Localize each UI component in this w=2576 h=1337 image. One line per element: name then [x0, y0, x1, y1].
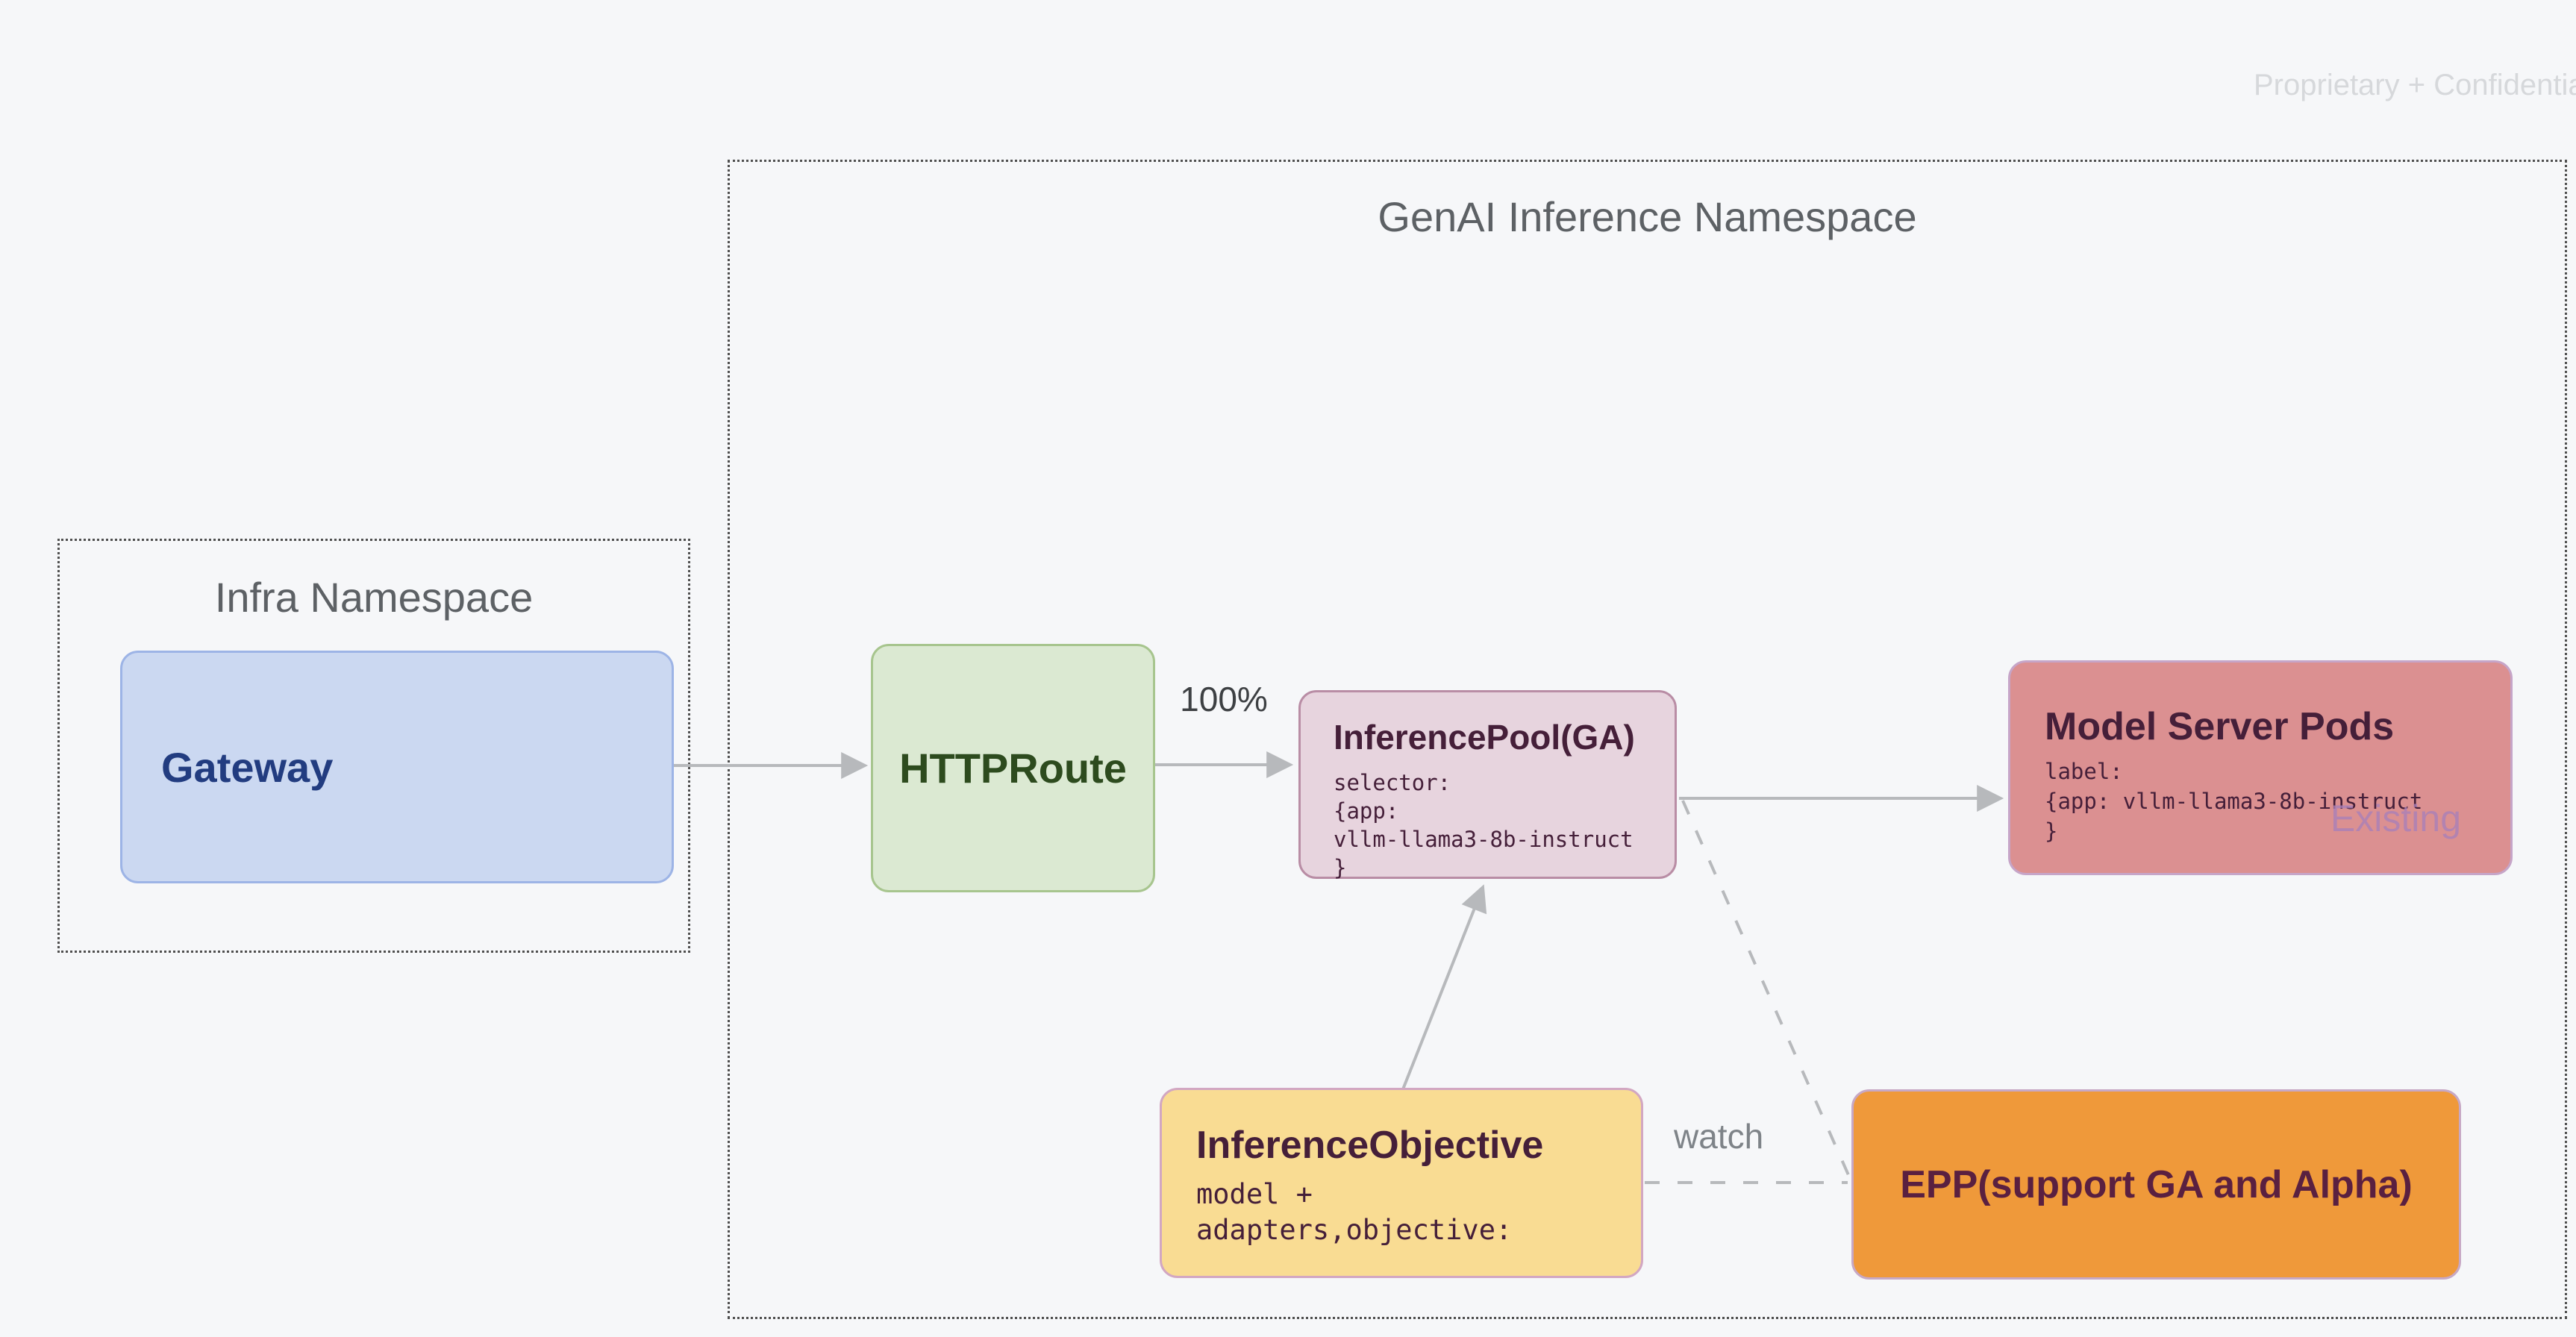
inference-objective-title: InferenceObjective [1196, 1124, 1544, 1167]
infra-namespace-box: Infra Namespace [57, 539, 690, 953]
inference-objective-model-line: model + [1196, 1178, 1313, 1210]
gateway-title: Gateway [161, 743, 334, 791]
edge-label-traffic-percent: 100% [1180, 680, 1268, 718]
inference-pool-model-line: vllm-llama3-8b-instruct [1334, 827, 1634, 852]
node-epp[interactable]: EPP(support GA and Alpha) [1851, 1089, 2461, 1280]
model-server-pods-title: Model Server Pods [2045, 705, 2395, 748]
node-model-server-pods[interactable]: Model Server Pods label: {app: vllm-llam… [2008, 660, 2513, 875]
epp-title: EPP(support GA and Alpha) [1900, 1162, 2413, 1206]
inference-objective-adapters-line: adapters,objective: [1196, 1214, 1513, 1246]
infra-namespace-title: Infra Namespace [214, 574, 534, 621]
httproute-title: HTTPRoute [899, 745, 1127, 792]
genai-namespace-box: GenAI Inference Namespace [728, 160, 2567, 1319]
genai-namespace-title: GenAI Inference Namespace [1378, 193, 1917, 240]
node-inference-objective[interactable]: InferenceObjective model + adapters,obje… [1160, 1088, 1643, 1278]
node-inference-pool[interactable]: InferencePool(GA) selector: {app: vllm-l… [1298, 690, 1677, 880]
existing-badge: Existing [2330, 798, 2461, 839]
watermark-text: Proprietary + Confidential [2254, 69, 2576, 101]
model-server-pods-app-line: {app: vllm-llama3-8b-instruct [2045, 789, 2423, 814]
inference-pool-selector-line: selector: [1334, 770, 1451, 795]
model-server-pods-close-brace-line: } [2045, 818, 2058, 844]
edge-label-watch: watch [1674, 1117, 1764, 1156]
node-httproute[interactable]: HTTPRoute [871, 644, 1155, 892]
model-server-pods-label-line: label: [2045, 759, 2123, 784]
node-gateway[interactable]: Gateway [120, 651, 674, 883]
inference-pool-app-line: {app: [1334, 798, 1399, 824]
inference-pool-title: InferencePool(GA) [1334, 718, 1635, 757]
inference-pool-close-brace-line: } [1334, 855, 1347, 880]
